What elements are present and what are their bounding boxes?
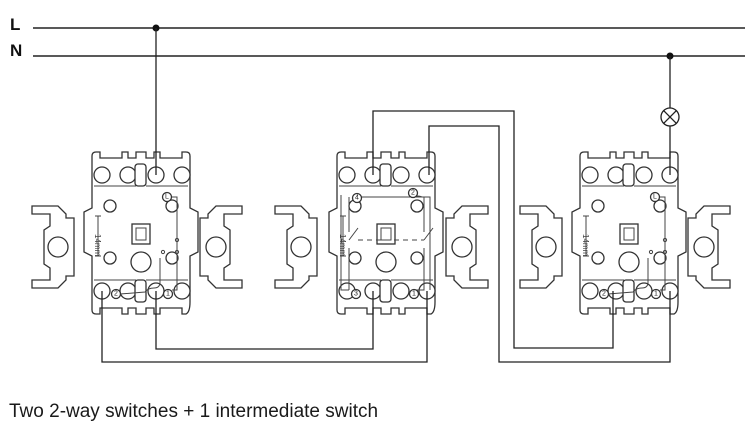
mounting-claw-right — [445, 205, 489, 289]
terminal-label-2: 2 — [602, 291, 606, 298]
switch-plate — [571, 151, 687, 315]
terminal-label-2: 2 — [411, 190, 415, 197]
switch-middle: 4 2 3 1 14mm — [274, 151, 489, 315]
wire-middle-2-to-right-1 — [428, 125, 671, 363]
dimension-label: 14mm — [581, 234, 590, 257]
mounting-claw-right — [687, 205, 731, 289]
wire-middle-4-to-right-2 — [372, 110, 614, 349]
mounting-claw-left — [31, 205, 75, 289]
bus-label-L: L — [10, 15, 20, 34]
mounting-claw-left — [519, 205, 563, 289]
switch-right: L 2 1 14mm — [519, 151, 731, 315]
wire-left-2-to-middle-1 — [101, 291, 428, 363]
terminal-label-3: 3 — [354, 291, 358, 298]
terminal-label-1: 1 — [166, 291, 170, 298]
switch-plate — [83, 151, 199, 315]
dimension-label: 14mm — [338, 234, 347, 257]
wire-left-1-to-middle-3 — [155, 291, 374, 350]
terminal-label-L: L — [165, 194, 169, 201]
terminal-label-2: 2 — [114, 291, 118, 298]
terminal-label-1: 1 — [412, 291, 416, 298]
terminal-label-1: 1 — [654, 291, 658, 298]
mounting-claw-right — [199, 205, 243, 289]
dimension-label: 14mm — [93, 234, 102, 257]
switch-left: L 2 1 14mm — [31, 151, 243, 315]
bus-label-N: N — [10, 41, 22, 60]
terminal-label-L: L — [653, 194, 657, 201]
diagram-caption: Two 2-way switches + 1 intermediate swit… — [9, 401, 379, 422]
mounting-claw-left — [274, 205, 318, 289]
terminal-label-4: 4 — [355, 195, 359, 202]
lamp-icon — [660, 107, 680, 127]
